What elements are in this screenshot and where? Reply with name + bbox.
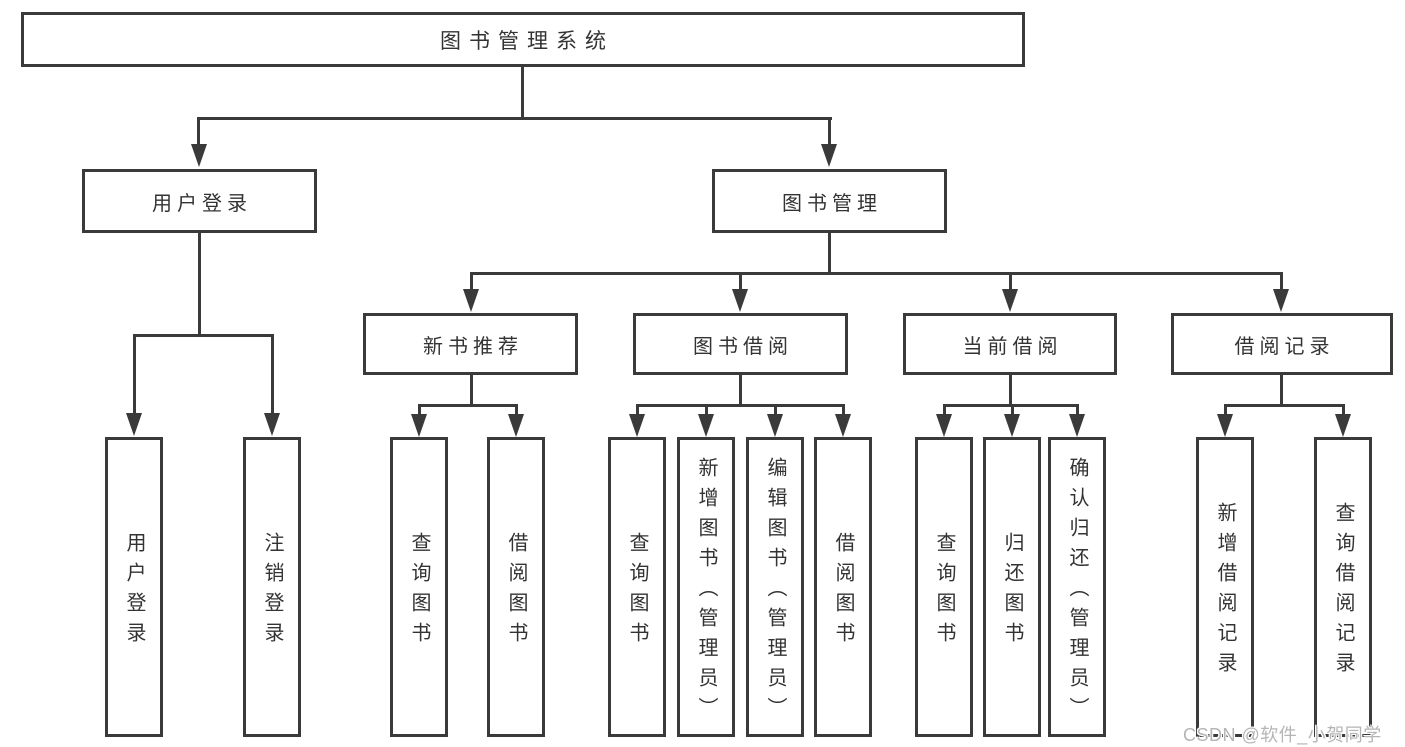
connector-line	[1224, 404, 1345, 407]
node-user-login: 用户登录	[82, 169, 317, 233]
leaf-query-books-borrowing: 查询图书	[608, 437, 666, 737]
arrowhead-icon	[264, 413, 280, 436]
node-new-book-recommend: 新书推荐	[363, 313, 578, 375]
leaf-edit-books-admin-label: 编辑图书（管理员）	[764, 457, 786, 727]
arrowhead-icon	[1069, 414, 1085, 437]
arrowhead-icon	[767, 414, 783, 437]
connector-line	[197, 117, 200, 148]
node-root-label: 图书管理系统	[440, 29, 614, 53]
connector-line	[636, 404, 845, 407]
connector-line	[470, 272, 473, 291]
leaf-return-books: 归还图书	[983, 437, 1041, 737]
arrowhead-icon	[508, 414, 524, 437]
connector-line	[198, 117, 832, 120]
connector-line	[418, 404, 421, 416]
arrowhead-icon	[1273, 289, 1289, 312]
arrowhead-icon	[821, 144, 837, 167]
connector-line	[470, 272, 1283, 275]
leaf-user-login-label: 用户登录	[123, 532, 145, 652]
leaf-query-books-borrowing-label: 查询图书	[626, 532, 648, 652]
connector-line	[418, 404, 518, 407]
leaf-query-books-current: 查询图书	[915, 437, 973, 737]
connector-line	[943, 404, 946, 416]
connector-line	[1342, 404, 1345, 416]
connector-line	[198, 233, 201, 336]
connector-line	[1280, 272, 1283, 291]
connector-line	[842, 404, 845, 416]
connector-line	[1011, 404, 1014, 416]
leaf-logout: 注销登录	[243, 437, 301, 737]
leaf-add-books-admin-label: 新增图书（管理员）	[695, 457, 717, 727]
csdn-watermark: CSDN @软件_小贺同学	[1183, 725, 1382, 745]
leaf-query-borrow-record-label: 查询借阅记录	[1332, 502, 1354, 682]
node-book-management: 图书管理	[712, 169, 947, 233]
leaf-confirm-return-admin: 确认归还（管理员）	[1048, 437, 1106, 737]
leaf-borrow-books-borrowing: 借阅图书	[814, 437, 872, 737]
node-book-management-label: 图书管理	[782, 192, 882, 215]
arrowhead-icon	[732, 289, 748, 312]
leaf-return-books-label: 归还图书	[1001, 532, 1023, 652]
connector-line	[739, 272, 742, 291]
connector-line	[1280, 374, 1283, 407]
node-user-login-label: 用户登录	[152, 192, 252, 215]
node-borrowing-records-label: 借阅记录	[1234, 335, 1335, 358]
arrowhead-icon	[191, 144, 207, 167]
arrowhead-icon	[126, 413, 142, 436]
connector-line	[774, 404, 777, 416]
connector-line	[515, 404, 518, 416]
leaf-borrow-books-recommend: 借阅图书	[487, 437, 545, 737]
connector-line	[739, 374, 742, 407]
arrowhead-icon	[1004, 414, 1020, 437]
leaf-borrow-books-borrowing-label: 借阅图书	[832, 532, 854, 652]
connector-line	[705, 404, 708, 416]
connector-line	[133, 334, 274, 337]
arrowhead-icon	[698, 414, 714, 437]
connector-line	[1009, 374, 1012, 407]
leaf-query-books-recommend: 查询图书	[390, 437, 448, 737]
arrowhead-icon	[463, 289, 479, 312]
connector-line	[1224, 404, 1227, 416]
leaf-user-login: 用户登录	[105, 437, 163, 737]
arrowhead-icon	[1002, 289, 1018, 312]
leaf-query-books-recommend-label: 查询图书	[408, 532, 430, 652]
node-borrowing-records: 借阅记录	[1171, 313, 1393, 375]
arrowhead-icon	[1335, 414, 1351, 437]
leaf-borrow-books-recommend-label: 借阅图书	[505, 532, 527, 652]
node-book-borrowing: 图书借阅	[633, 313, 848, 375]
node-root: 图书管理系统	[21, 12, 1025, 67]
connector-line	[828, 117, 831, 148]
arrowhead-icon	[411, 414, 427, 437]
connector-line	[828, 233, 831, 275]
arrowhead-icon	[1217, 414, 1233, 437]
connector-line	[470, 374, 473, 407]
connector-line	[1076, 404, 1079, 416]
node-current-borrowing-label: 当前借阅	[962, 335, 1063, 358]
node-new-book-recommend-label: 新书推荐	[423, 335, 523, 358]
arrowhead-icon	[936, 414, 952, 437]
leaf-confirm-return-admin-label: 确认归还（管理员）	[1066, 457, 1088, 727]
leaf-add-borrow-record-label: 新增借阅记录	[1214, 502, 1236, 682]
connector-line	[133, 334, 136, 415]
leaf-add-borrow-record: 新增借阅记录	[1196, 437, 1254, 737]
leaf-edit-books-admin: 编辑图书（管理员）	[746, 437, 804, 737]
connector-line	[521, 67, 524, 119]
connector-line	[636, 404, 639, 416]
node-book-borrowing-label: 图书借阅	[693, 335, 793, 358]
leaf-query-books-current-label: 查询图书	[933, 532, 955, 652]
connector-line	[1009, 272, 1012, 291]
node-current-borrowing: 当前借阅	[903, 313, 1117, 375]
arrowhead-icon	[835, 414, 851, 437]
leaf-logout-label: 注销登录	[261, 532, 283, 652]
leaf-query-borrow-record: 查询借阅记录	[1314, 437, 1372, 737]
connector-line	[271, 334, 274, 415]
arrowhead-icon	[629, 414, 645, 437]
leaf-add-books-admin: 新增图书（管理员）	[677, 437, 735, 737]
